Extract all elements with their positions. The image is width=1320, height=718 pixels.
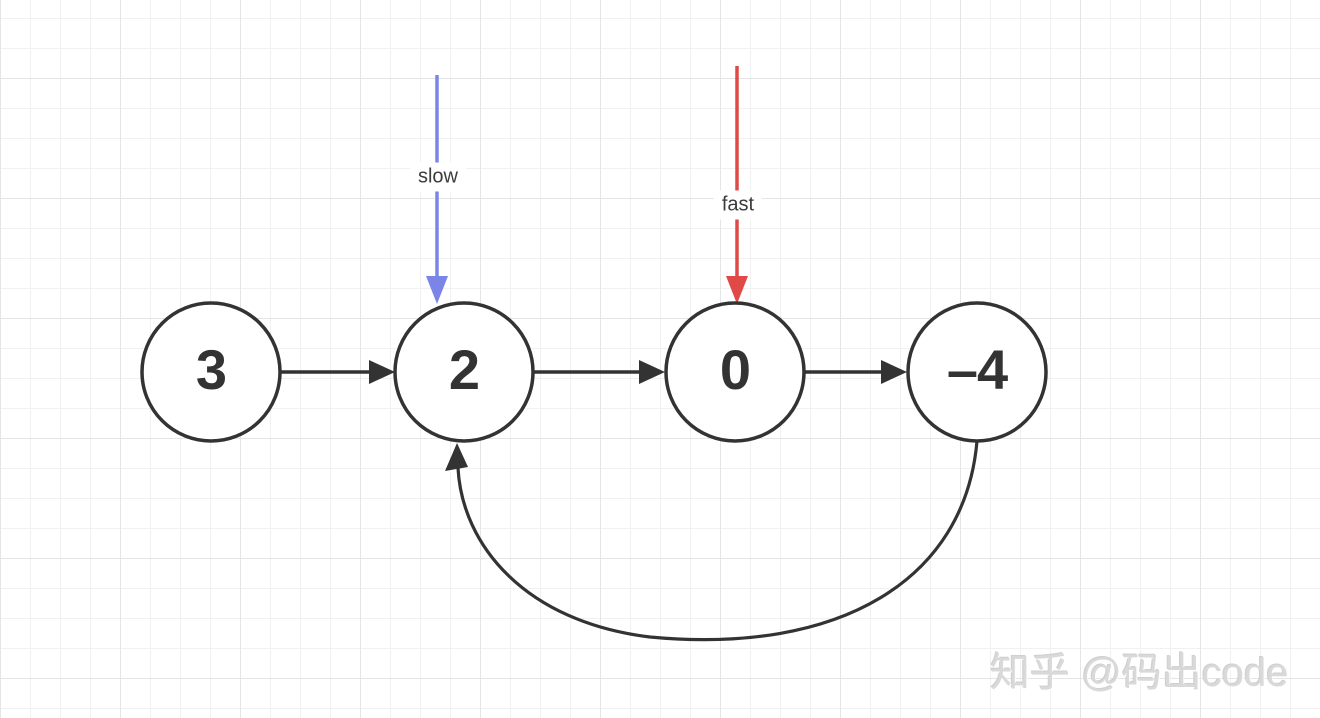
slow-arrowhead-icon [426, 276, 448, 304]
cycle-curve [456, 439, 979, 642]
node-circle-2 [393, 301, 535, 443]
fast-pointer-label: fast [713, 190, 763, 220]
cycle-arrow-neg4-to-2 [445, 439, 979, 642]
arrowhead-icon [639, 360, 665, 384]
node-value: 0 [719, 337, 751, 401]
watermark: 知乎 @码出code [990, 651, 1289, 695]
next-arrow-2-to-0 [534, 360, 665, 384]
node-circle-3 [140, 301, 282, 443]
arrowhead-icon [445, 443, 468, 471]
next-arrow-0-to-neg4 [805, 360, 907, 384]
node-circle-0 [664, 301, 806, 443]
fast-arrowhead-icon [726, 276, 748, 304]
node-value: 2 [448, 337, 480, 401]
arrowhead-icon [369, 360, 395, 384]
node-value: –4 [946, 337, 1008, 401]
arrowhead-icon [881, 360, 907, 384]
next-arrow-3-to-2 [281, 360, 395, 384]
node-value: 3 [195, 337, 227, 401]
slow-pointer-label: slow [409, 162, 467, 192]
fast-pointer-arrow [726, 66, 748, 304]
node-circle-neg4 [906, 301, 1048, 443]
